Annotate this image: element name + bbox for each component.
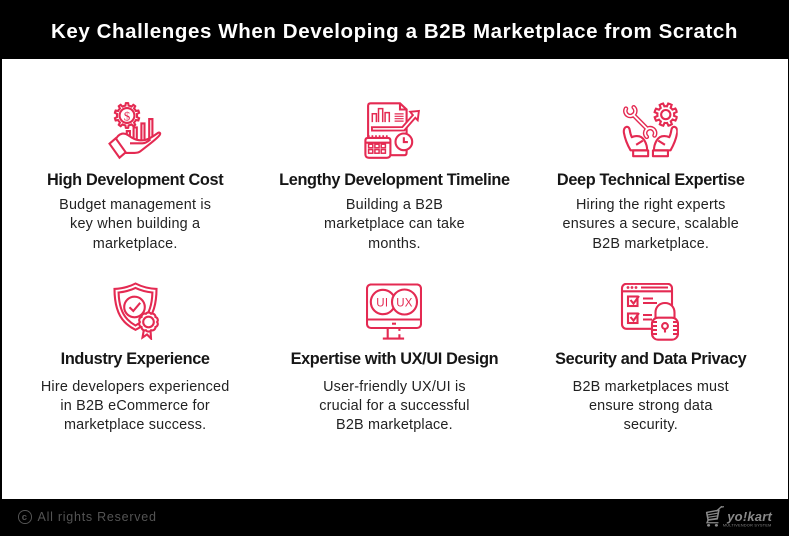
svg-text:$: $	[124, 109, 131, 124]
svg-text:UX: UX	[397, 297, 414, 309]
svg-text:UI: UI	[377, 297, 389, 309]
